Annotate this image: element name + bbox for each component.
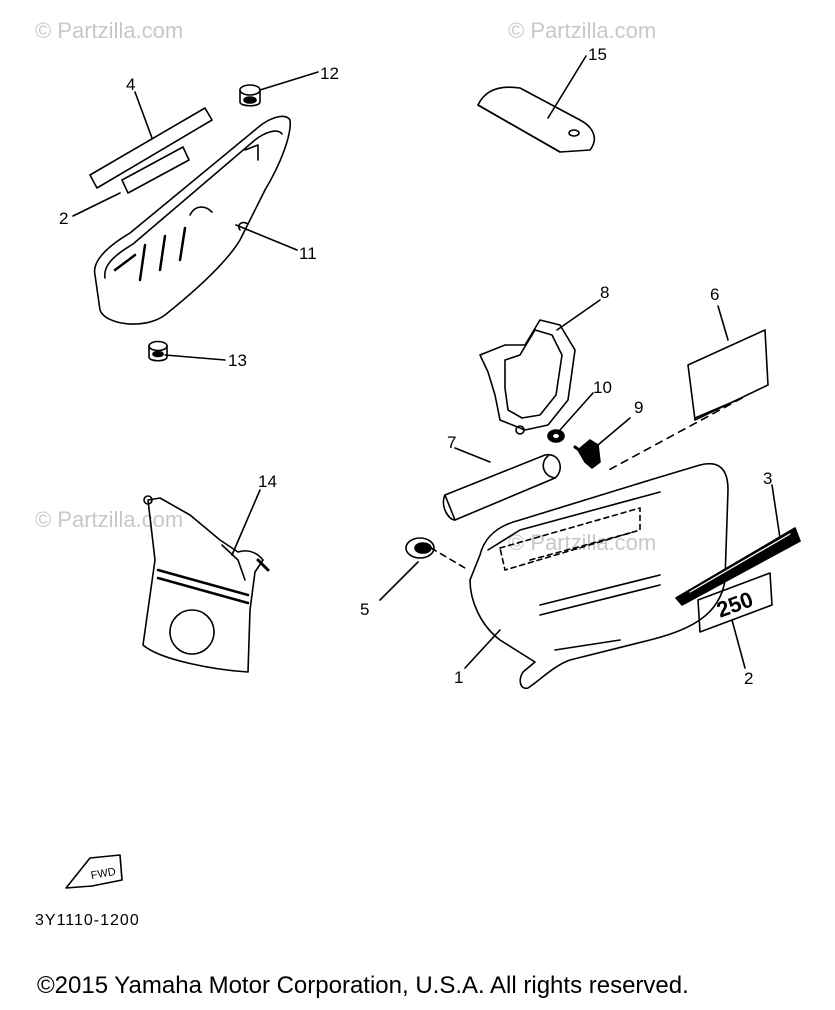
part-4-decal[interactable] bbox=[89, 107, 213, 189]
diagram-code: 3Y1110-1200 bbox=[35, 912, 140, 929]
part-11-side-cover-left[interactable] bbox=[93, 115, 291, 325]
callout-6: 6 bbox=[710, 285, 719, 304]
part-10-washer[interactable] bbox=[547, 429, 565, 443]
watermark-top-right: © Partzilla.com bbox=[508, 18, 657, 43]
part-8-bracket[interactable] bbox=[479, 319, 576, 435]
part-7-trim[interactable] bbox=[442, 453, 561, 521]
callout-11: 11 bbox=[299, 244, 317, 263]
part-13-grommet[interactable] bbox=[148, 340, 168, 362]
callout-14: 14 bbox=[258, 472, 277, 491]
callout-12: 12 bbox=[320, 64, 339, 83]
part-5-grommet[interactable] bbox=[405, 537, 466, 569]
part-9-screw[interactable] bbox=[573, 439, 601, 469]
callout-13: 13 bbox=[228, 351, 247, 370]
fwd-label: FWD bbox=[90, 866, 117, 882]
callout-2-lower: 2 bbox=[744, 669, 753, 688]
callout-10: 10 bbox=[593, 378, 612, 397]
watermark-mid-right: © Partzilla.com bbox=[508, 530, 657, 555]
callout-8: 8 bbox=[600, 283, 609, 302]
callout-4: 4 bbox=[126, 75, 135, 94]
callout-5: 5 bbox=[360, 600, 369, 619]
leader-lines bbox=[72, 55, 781, 669]
watermark-mid-left: © Partzilla.com bbox=[35, 507, 184, 532]
part-12-grommet[interactable] bbox=[239, 84, 261, 107]
part-14-chain-cover[interactable] bbox=[142, 495, 270, 673]
copyright-notice: ©2015 Yamaha Motor Corporation, U.S.A. A… bbox=[37, 972, 689, 999]
callout-9: 9 bbox=[634, 398, 643, 417]
part-15-tool-bag[interactable] bbox=[477, 86, 596, 153]
callout-7: 7 bbox=[447, 433, 456, 452]
callout-3: 3 bbox=[763, 469, 772, 488]
part-3-stripe-decal[interactable] bbox=[675, 527, 801, 606]
part-6-plate[interactable] bbox=[604, 329, 769, 473]
part-2-emblem-upper[interactable] bbox=[121, 146, 190, 194]
callout-1: 1 bbox=[454, 668, 463, 687]
watermark-top-left: © Partzilla.com bbox=[35, 18, 184, 43]
callout-labels: 4 2 12 13 11 15 8 10 9 6 7 5 1 3 2 14 bbox=[59, 45, 772, 688]
callout-2-upper: 2 bbox=[59, 209, 68, 228]
callout-15: 15 bbox=[588, 45, 607, 64]
part-1-side-cover-right[interactable] bbox=[469, 463, 729, 690]
fwd-arrow-icon: FWD bbox=[65, 854, 123, 889]
